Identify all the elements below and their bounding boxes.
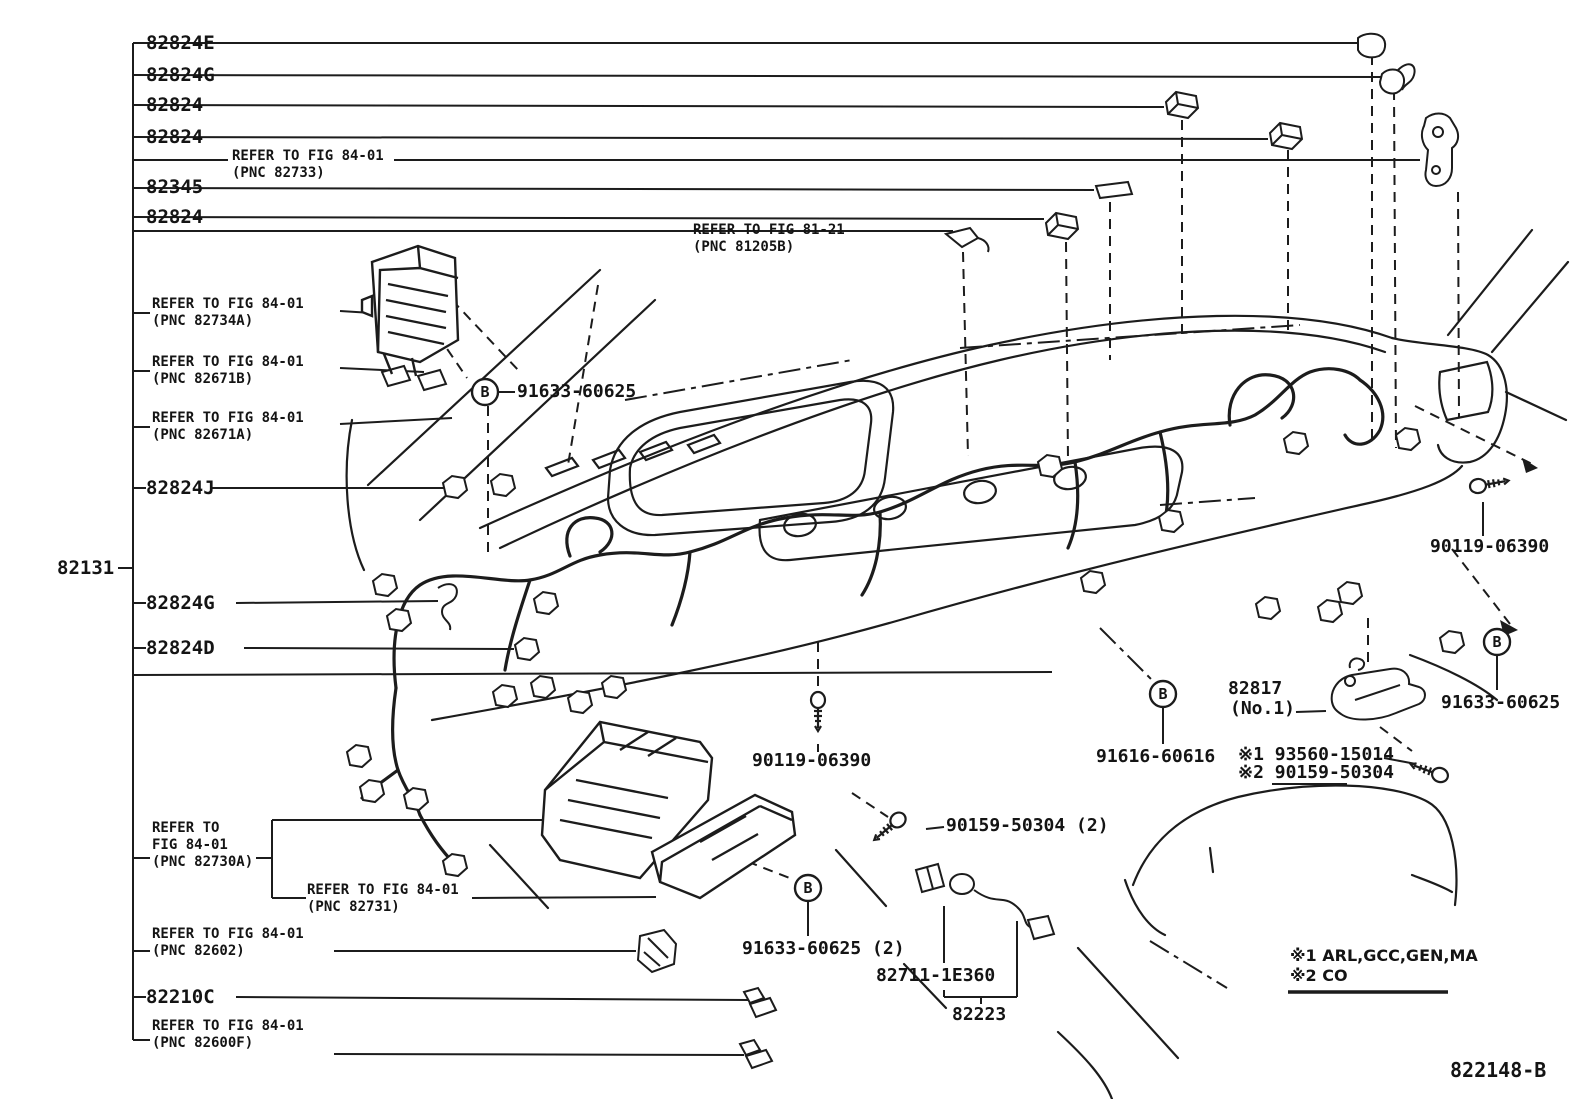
part-label-82817-no1: (No.1) bbox=[1230, 698, 1296, 719]
dashed-lines bbox=[427, 55, 1533, 880]
wiring-harness-drawing bbox=[360, 367, 1385, 864]
ref-82734a-line1: REFER TO FIG 84-01 bbox=[152, 296, 304, 312]
ref-82730a: REFER TO FIG 84-01 (PNC 82730A) bbox=[152, 820, 253, 871]
ref-82602: REFER TO FIG 84-01 (PNC 82602) bbox=[152, 926, 304, 960]
part-label-82210c: 82210C bbox=[146, 986, 215, 1008]
part-label-alt-90159: ※2 90159-50304 bbox=[1238, 762, 1394, 783]
clip-82600f bbox=[738, 1038, 774, 1070]
part-label-82817: 82817 bbox=[1228, 678, 1283, 699]
part-label-90119-lower: 90119-06390 bbox=[752, 750, 872, 771]
ref-82734a-line2: (PNC 82734A) bbox=[152, 313, 254, 329]
part-label-91633-b4: 91633-60625 bbox=[1441, 692, 1561, 713]
screw-glyphs bbox=[809, 477, 1511, 842]
part-label-82711: 82711-1E360 bbox=[876, 965, 996, 986]
screw-90159-lower bbox=[872, 811, 907, 842]
hook-clamp-82824g bbox=[437, 583, 458, 631]
footnote-variant-2: ※2 CO bbox=[1290, 966, 1348, 985]
part-label-alt-93560: ※1 93560-15014 bbox=[1238, 744, 1394, 765]
ref-82733-line1: REFER TO FIG 84-01 bbox=[232, 148, 384, 164]
junction-blocks bbox=[360, 244, 797, 900]
ref-82733: REFER TO FIG 84-01 (PNC 82733) bbox=[232, 148, 384, 182]
relay-block-82734a bbox=[360, 244, 460, 377]
part-label-82223: 82223 bbox=[952, 1004, 1007, 1025]
harness-connector-hexagons bbox=[345, 426, 1466, 878]
ref-82671a-line1: REFER TO FIG 84-01 bbox=[152, 410, 304, 426]
ref-82731: REFER TO FIG 84-01 (PNC 82731) bbox=[307, 882, 459, 916]
part-label-82824d: 82824D bbox=[146, 637, 215, 659]
relay-block-82731 bbox=[650, 793, 797, 900]
ref-82671a-line2: (PNC 82671A) bbox=[152, 427, 254, 443]
part-label-82824e: 82824E bbox=[146, 32, 215, 54]
ref-82671a: REFER TO FIG 84-01 (PNC 82671A) bbox=[152, 410, 304, 444]
ref-82671b: REFER TO FIG 84-01 (PNC 82671B) bbox=[152, 354, 304, 388]
ref-82671b-line2: (PNC 82671B) bbox=[152, 371, 254, 387]
part-label-90119-right: 90119-06390 bbox=[1430, 536, 1550, 557]
part-label-82824g-mid: 82824G bbox=[146, 592, 215, 614]
ref-81205b-line1: REFER TO FIG 81-21 bbox=[693, 222, 845, 238]
connector-82711-and-wire-82223 bbox=[914, 862, 1056, 941]
part-label-91616-b3: 91616-60616 bbox=[1096, 746, 1216, 767]
ref-82730a-line3: (PNC 82730A) bbox=[152, 854, 254, 870]
marker-b4-letter: B bbox=[1492, 633, 1501, 651]
leader-lines bbox=[118, 42, 1498, 1056]
part-label-82824-1: 82824 bbox=[146, 94, 204, 116]
screw-90119-right bbox=[1468, 477, 1511, 495]
clip-82210c bbox=[742, 986, 778, 1019]
ref-81205b-line2: (PNC 81205B) bbox=[693, 239, 795, 255]
part-label-82824j: 82824J bbox=[146, 477, 215, 499]
ref-82600f-line2: (PNC 82600F) bbox=[152, 1035, 254, 1051]
instrument-panel-drawing bbox=[345, 228, 1570, 1099]
ref-82731-line1: REFER TO FIG 84-01 bbox=[307, 882, 459, 898]
footnote-variant-1: ※1 ARL,GCC,GEN,MA bbox=[1290, 946, 1478, 965]
part-label-82131: 82131 bbox=[57, 557, 115, 579]
connector-82602 bbox=[636, 928, 678, 974]
bracket-82817 bbox=[1330, 657, 1426, 721]
ref-81205b: REFER TO FIG 81-21 (PNC 81205B) bbox=[693, 222, 845, 256]
ref-82733-line2: (PNC 82733) bbox=[232, 165, 325, 181]
ref-82600f: REFER TO FIG 84-01 (PNC 82600F) bbox=[152, 1018, 304, 1052]
ref-82602-line2: (PNC 82602) bbox=[152, 943, 245, 959]
ref-82602-line1: REFER TO FIG 84-01 bbox=[152, 926, 304, 942]
part-label-82345: 82345 bbox=[146, 176, 204, 198]
marker-b3-letter: B bbox=[1158, 685, 1167, 703]
marker-b2-letter: B bbox=[803, 879, 812, 897]
ref-82730a-line2: FIG 84-01 bbox=[152, 837, 228, 853]
connector-shapes bbox=[345, 32, 1466, 1070]
ref-82600f-line1: REFER TO FIG 84-01 bbox=[152, 1018, 304, 1034]
part-label-90159-lower: 90159-50304 (2) bbox=[946, 815, 1109, 836]
ref-82734a: REFER TO FIG 84-01 (PNC 82734A) bbox=[152, 296, 304, 330]
part-label-91633-b2: 91633-60625 (2) bbox=[742, 938, 905, 959]
screw-93560-right bbox=[1408, 762, 1449, 784]
top-leader-connectors bbox=[943, 32, 1416, 253]
part-label-82824-3: 82824 bbox=[146, 206, 204, 228]
ref-82731-line2: (PNC 82731) bbox=[307, 899, 400, 915]
junction-block-82730a bbox=[540, 720, 714, 880]
detail-markers: B B B B bbox=[470, 377, 1512, 903]
screw-90119-lower bbox=[809, 690, 827, 734]
bracket-82733-part bbox=[1420, 112, 1460, 188]
figure-code: 822148-B bbox=[1450, 1058, 1547, 1082]
part-label-82824-2: 82824 bbox=[146, 126, 204, 148]
ref-82671b-line1: REFER TO FIG 84-01 bbox=[152, 354, 304, 370]
part-label-91633-b1: 91633-60625 bbox=[517, 381, 637, 402]
ref-82730a-line1: REFER TO bbox=[152, 820, 220, 836]
marker-b1-letter: B bbox=[480, 383, 489, 401]
part-label-82824g-top: 82824G bbox=[146, 64, 215, 86]
